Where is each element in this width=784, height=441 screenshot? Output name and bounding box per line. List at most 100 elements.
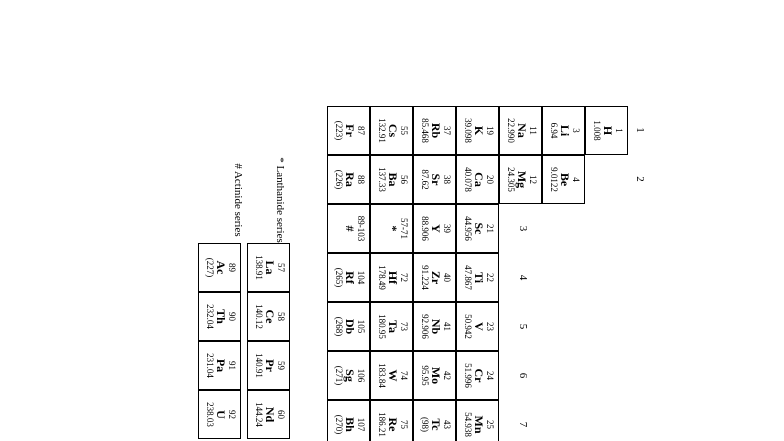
element-mass: 92.906 [420,314,430,339]
element-symbol: Fr [343,124,357,137]
element-number: 41 [442,322,452,331]
element-number: 89 [227,263,237,272]
element-mass: 178.49 [377,265,387,290]
element-mass: 39.098 [463,118,473,143]
element-number: 73 [399,322,409,331]
element-mass: (227) [205,257,215,278]
element-number: 40 [442,273,452,282]
element-mass: (226) [334,169,344,190]
element-mass: 47.867 [463,265,473,290]
element-symbol: Sg [343,369,357,382]
element-number: 75 [399,420,409,429]
element-number: 19 [485,126,495,135]
element-mass: 132.91 [377,118,387,143]
element-number: 43 [442,420,452,429]
element-symbol: K [472,125,486,136]
element-symbol: Re [386,417,400,432]
element-symbol: Ta [386,320,400,333]
element-number: 12 [528,175,538,184]
element-number: 20 [485,175,495,184]
element-symbol: # [343,225,357,232]
element-symbol: Ce [263,309,277,324]
element-mass: 9.0122 [549,167,559,192]
element-mass: 1.008 [592,120,602,141]
element-symbol: Mg [515,170,529,189]
element-number: 59 [276,361,286,370]
element-mass: 183.84 [377,363,387,388]
element-number: 107 [356,417,366,432]
element-number: 89-103 [356,215,366,242]
element-number: 105 [356,319,366,334]
element-symbol: Mn [472,415,486,434]
element-symbol: Th [214,309,228,324]
element-number: 25 [485,420,495,429]
element-mass: (98) [420,417,430,432]
element-number: 4 [571,177,581,182]
group-label: 2 [634,176,646,182]
element-mass: 85.468 [420,118,430,143]
element-number: 56 [399,175,409,184]
element-mass: 91.224 [420,265,430,290]
element-symbol: Ac [214,260,228,275]
group-label: 1 [634,127,646,133]
element-symbol: * [386,225,400,232]
element-symbol: Cr [472,368,486,383]
element-number: 87 [356,126,366,135]
element-mass: (268) [334,316,344,337]
element-mass: (265) [334,267,344,288]
element-mass: 231.04 [205,353,215,378]
element-number: 106 [356,368,366,383]
element-mass: 50.942 [463,314,473,339]
element-symbol: H [601,125,615,136]
element-symbol: Nd [263,406,277,423]
element-mass: 186.21 [377,412,387,437]
element-number: 21 [485,224,495,233]
element-mass: 138.91 [254,255,264,280]
element-symbol: Ra [343,172,357,187]
element-number: 22 [485,273,495,282]
element-mass: 6.94 [549,122,559,139]
element-number: 104 [356,270,366,285]
element-mass: 238.03 [205,402,215,427]
element-mass: 140.12 [254,304,264,329]
element-mass: 88.906 [420,216,430,241]
element-symbol: Db [343,318,357,335]
group-label: 7 [517,421,529,428]
element-symbol: Hf [386,270,400,285]
element-number: 38 [442,175,452,184]
element-cell: 89-103# [327,204,370,253]
element-symbol: Pa [214,358,228,373]
element-number: 57-71 [399,218,409,239]
element-number: 90 [227,312,237,321]
element-mass: 232.04 [205,304,215,329]
element-number: 92 [227,410,237,419]
element-number: 23 [485,322,495,331]
lanthanide-label: * Lanthanide series [274,157,286,243]
element-symbol: Sr [429,173,443,186]
element-symbol: Rf [343,271,357,284]
element-mass: 40.078 [463,167,473,192]
actinide-label: # Actinide series [232,163,244,237]
element-number: 1 [614,128,624,133]
